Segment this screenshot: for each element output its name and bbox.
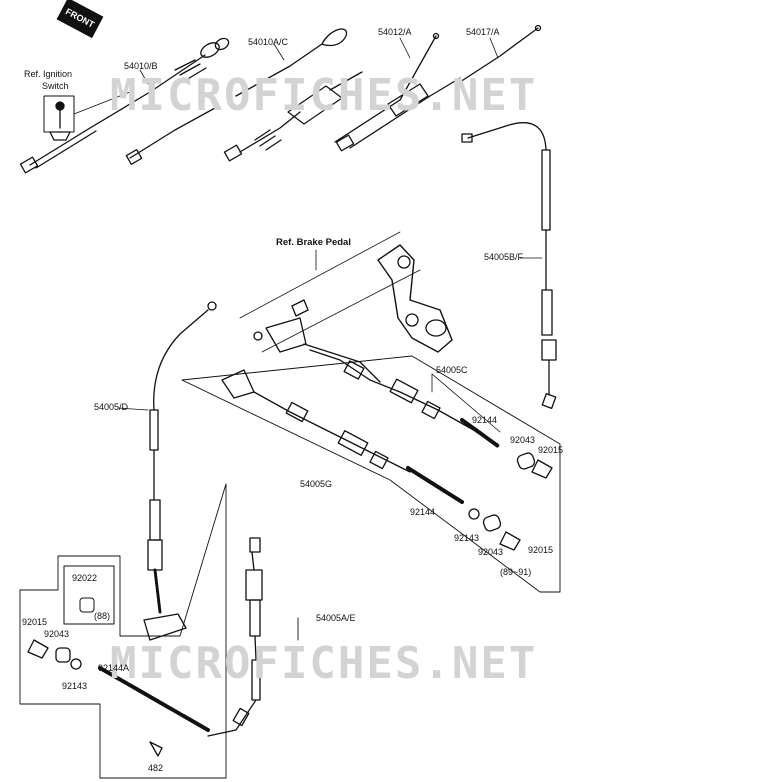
cable-54010ac bbox=[223, 28, 363, 162]
label-years: (89~91) bbox=[500, 567, 532, 577]
cable-54005g bbox=[221, 369, 521, 551]
bottom-left-parts bbox=[27, 639, 82, 670]
label-54005ae: 54005A/E bbox=[316, 613, 356, 623]
label-92043-top: 92043 bbox=[510, 435, 536, 445]
label-92015-top: 92015 bbox=[538, 445, 564, 455]
label-54010ac: 54010A/C bbox=[248, 37, 289, 47]
group-54005ae-outline bbox=[19, 483, 299, 779]
label-54017a: 54017/A bbox=[466, 27, 500, 37]
label-ignition-switch: Switch bbox=[42, 81, 69, 91]
label-54005d: 54005/D bbox=[94, 402, 129, 412]
brake-pedal-ref bbox=[239, 231, 453, 353]
watermark-bottom: MICROFICHES.NET bbox=[110, 638, 538, 689]
label-92143-bot: 92143 bbox=[62, 681, 88, 691]
watermark-top: MICROFICHES.NET bbox=[110, 70, 538, 121]
cable-54005ae bbox=[98, 537, 263, 757]
cable-54005d bbox=[117, 301, 217, 641]
label-92144-top: 92144 bbox=[472, 415, 498, 425]
cable-54005bf bbox=[461, 122, 557, 409]
label-92022: 92022 bbox=[72, 573, 98, 583]
label-54005bf: 54005B/F bbox=[484, 252, 524, 262]
label-54010b: 54010/B bbox=[124, 61, 158, 71]
label-92015-mid: 92015 bbox=[528, 545, 554, 555]
cable-54017a bbox=[459, 24, 542, 83]
label-54012a: 54012/A bbox=[378, 27, 412, 37]
label-92043-bot: 92043 bbox=[44, 629, 70, 639]
label-ref-ignition: Ref. Ignition bbox=[24, 69, 73, 79]
label-ref-brake-pedal: Ref. Brake Pedal bbox=[276, 237, 351, 248]
group-54005g-outline bbox=[181, 355, 561, 593]
cable-54010b bbox=[19, 37, 230, 174]
cable-54005c bbox=[309, 349, 553, 479]
label-54005g: 54005G bbox=[300, 479, 333, 489]
label-88: (88) bbox=[94, 611, 111, 621]
label-92143-mid: 92143 bbox=[454, 533, 480, 543]
clevis-pin bbox=[253, 299, 381, 383]
part-92022-box bbox=[63, 565, 115, 625]
ignition-switch-ref bbox=[43, 91, 131, 141]
label-54005c: 54005C bbox=[436, 365, 468, 375]
label-92144a: 92144A bbox=[98, 663, 130, 673]
label-92015-bot: 92015 bbox=[22, 617, 48, 627]
label-482: 482 bbox=[148, 763, 164, 773]
cable-54012a bbox=[334, 32, 461, 152]
label-92043-mid: 92043 bbox=[478, 547, 504, 557]
label-92144-mid: 92144 bbox=[410, 507, 436, 517]
